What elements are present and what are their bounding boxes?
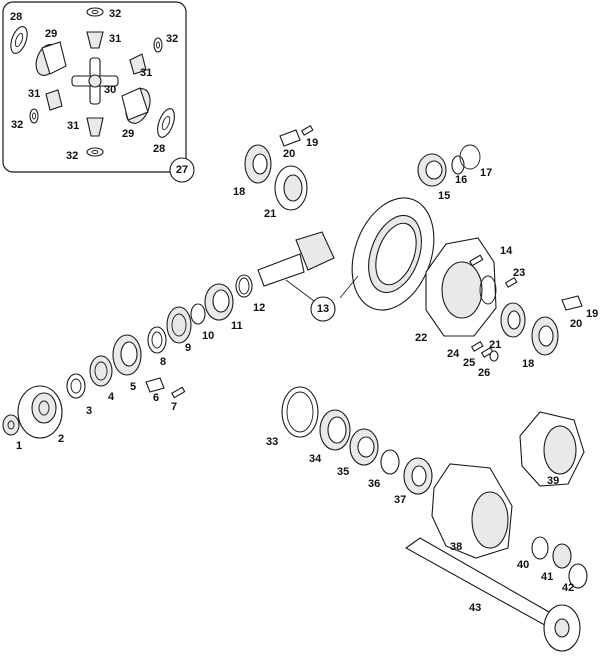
- label-22: 22: [415, 332, 427, 344]
- badge-27: 27: [169, 157, 195, 183]
- label-3: 3: [86, 405, 92, 417]
- differential-inset: [2, 1, 187, 173]
- label-28-top: 28: [10, 11, 22, 23]
- label-9: 9: [185, 342, 191, 354]
- label-12: 12: [253, 302, 265, 314]
- label-32-bottom: 32: [66, 150, 78, 162]
- label-32-top: 32: [109, 8, 121, 20]
- label-38: 38: [450, 541, 462, 553]
- label-4: 4: [108, 391, 115, 403]
- label-14: 14: [500, 245, 513, 257]
- label-18-lower: 18: [522, 358, 534, 370]
- label-37: 37: [394, 494, 406, 506]
- label-19-upper: 19: [306, 137, 318, 149]
- label-10: 10: [202, 330, 214, 342]
- label-31-right: 31: [140, 67, 152, 79]
- label-18-upper: 18: [233, 186, 245, 198]
- svg-text:27: 27: [176, 164, 188, 176]
- label-11: 11: [231, 320, 243, 332]
- label-2: 2: [58, 433, 64, 445]
- label-29-top: 29: [45, 28, 57, 40]
- differential-case: [425, 237, 497, 337]
- label-41: 41: [541, 571, 553, 583]
- label-30: 30: [104, 84, 116, 96]
- label-15: 15: [438, 190, 450, 202]
- label-33: 33: [266, 436, 278, 448]
- label-42: 42: [562, 582, 574, 594]
- label-32-right: 32: [166, 33, 178, 45]
- label-34: 34: [309, 453, 322, 465]
- label-40: 40: [517, 559, 529, 571]
- label-8: 8: [160, 356, 166, 368]
- upper-bearing-parts: [244, 125, 583, 362]
- label-29-bottom: 29: [122, 128, 134, 140]
- label-39: 39: [547, 475, 559, 487]
- label-6: 6: [153, 392, 159, 404]
- label-28-bottom: 28: [153, 143, 165, 155]
- label-19-lower: 19: [586, 308, 598, 320]
- label-26: 26: [478, 367, 490, 379]
- label-25: 25: [463, 357, 475, 369]
- label-20-lower: 20: [570, 318, 582, 330]
- label-24: 24: [447, 348, 460, 360]
- crown-wheel: [351, 197, 435, 311]
- leader-lines: [285, 275, 359, 305]
- label-23: 23: [513, 267, 525, 279]
- axle-hub-assembly: [281, 386, 588, 652]
- label-31-bottom: 31: [67, 120, 79, 132]
- label-16: 16: [455, 174, 467, 186]
- callout-labels: 28 32 29 31 32 31 30 31 32 31 29 28 32 1…: [10, 8, 598, 614]
- svg-text:13: 13: [317, 303, 329, 315]
- label-5: 5: [130, 381, 136, 393]
- label-21-lower: 21: [489, 339, 501, 351]
- label-31-top: 31: [109, 33, 121, 45]
- label-7: 7: [171, 401, 177, 413]
- label-31-left: 31: [28, 88, 40, 100]
- label-20-upper: 20: [283, 148, 295, 160]
- label-17: 17: [480, 167, 492, 179]
- pinion-shaft-assembly: [2, 231, 335, 439]
- label-43: 43: [469, 602, 481, 614]
- label-1: 1: [16, 440, 22, 452]
- label-35: 35: [337, 466, 349, 478]
- label-36: 36: [368, 478, 380, 490]
- label-21-upper: 21: [264, 208, 276, 220]
- label-32-left: 32: [11, 119, 23, 131]
- badge-13: 13: [310, 296, 336, 322]
